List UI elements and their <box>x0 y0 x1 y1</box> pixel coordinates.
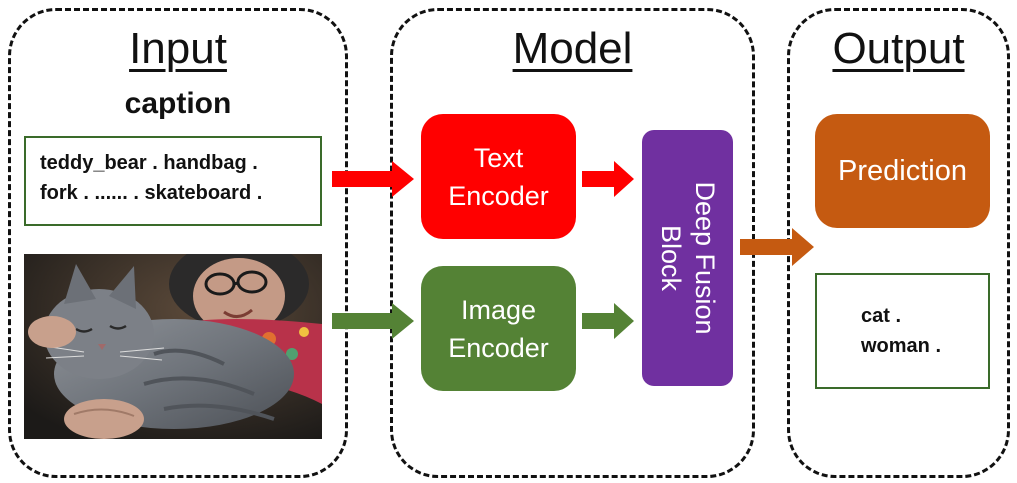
arrow-right-icon <box>332 161 414 197</box>
image-encoder-block: Image Encoder <box>421 266 576 391</box>
result-line: woman . <box>861 335 942 357</box>
text-encoder-label-line: Encoder <box>448 180 549 211</box>
prediction-result-box: cat . woman . <box>815 273 990 389</box>
text-input-arrow <box>332 161 414 197</box>
deep-fusion-label-line: Block <box>655 224 686 292</box>
cat-photo-illustration <box>24 254 322 439</box>
deep-fusion-block: Deep Fusion Block <box>642 130 733 386</box>
image-encoder-label-line: Image <box>460 294 537 325</box>
output-panel <box>787 8 1010 478</box>
model-heading: Model <box>512 24 633 73</box>
image-encoder-to-fusion-arrow <box>582 303 634 339</box>
text-encoder-label-line: Text <box>473 142 524 173</box>
text-encoder-to-fusion-arrow <box>582 161 634 197</box>
text-encoder-block: Text Encoder <box>421 114 576 239</box>
result-line: cat . <box>861 305 902 327</box>
arrow-right-icon <box>582 303 634 339</box>
caption-line: teddy_bear . handbag . <box>40 152 258 174</box>
input-image <box>24 254 322 439</box>
input-panel <box>8 8 348 478</box>
caption-text-box: teddy_bear . handbag . fork . ...... . s… <box>24 136 322 226</box>
arrow-right-icon <box>740 228 814 266</box>
caption-line: fork . ...... . skateboard . <box>40 182 263 204</box>
caption-label: caption <box>124 87 232 120</box>
deep-fusion-label: Deep Fusion Block <box>654 130 722 386</box>
arrow-right-icon <box>582 161 634 197</box>
fusion-to-output-arrow <box>740 228 814 266</box>
input-heading: Input <box>129 24 227 73</box>
prediction-label: Prediction <box>838 155 967 187</box>
output-heading: Output <box>832 24 965 73</box>
image-input-arrow <box>332 303 414 339</box>
prediction-block: Prediction <box>815 114 990 228</box>
image-encoder-label-line: Encoder <box>448 332 549 363</box>
deep-fusion-label-line: Deep Fusion <box>689 181 720 335</box>
arrow-right-icon <box>332 303 414 339</box>
